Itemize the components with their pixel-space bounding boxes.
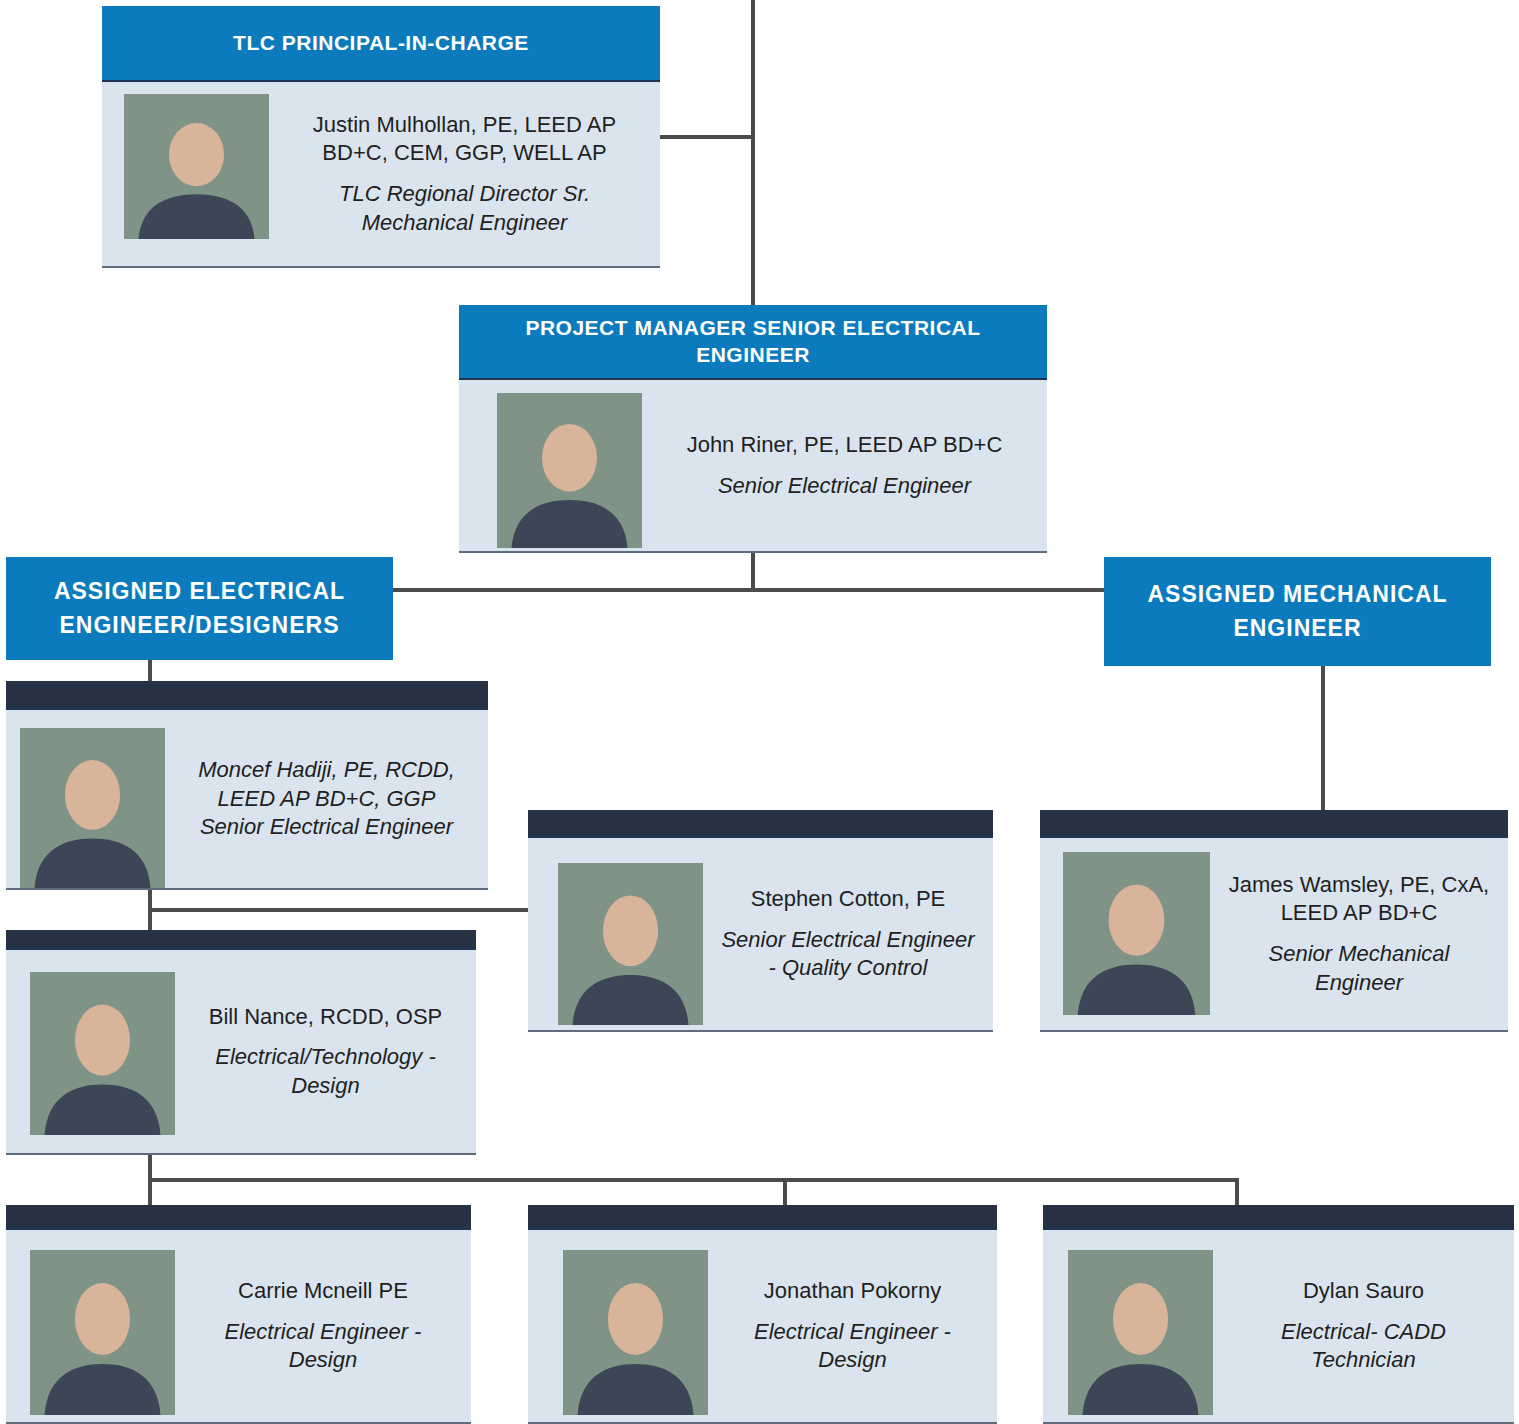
photo-background [563, 1250, 708, 1415]
card-text-area: Justin Mulhollan, PE, LEED AP BD+C, CEM,… [279, 82, 650, 266]
card-text-area: Dylan SauroElectrical- CADD Technician [1223, 1230, 1504, 1422]
portrait-photo [30, 972, 175, 1135]
card-header-band [6, 1205, 471, 1230]
role-text: Electrical Engineer - Design [722, 1318, 983, 1375]
org-connector [148, 660, 152, 681]
photo-shoulders [1083, 1364, 1199, 1415]
org-connector [393, 553, 753, 590]
person-card: TLC PRINCIPAL-IN-CHARGE Justin Mulhollan,… [102, 6, 660, 268]
photo-head [1113, 1283, 1168, 1355]
photo-shoulders [45, 1364, 161, 1415]
portrait-photo [1068, 1250, 1213, 1415]
group-header-box: ASSIGNED MECHANICAL ENGINEER [1104, 557, 1491, 666]
header-text: PROJECT MANAGER SENIOR ELECTRICAL ENGINE… [471, 315, 1035, 368]
org-connector [150, 1155, 1237, 1205]
card-text-area: James Wamsley, PE, CxA, LEED AP BD+C Seni… [1220, 838, 1498, 1030]
portrait-photo [20, 728, 165, 888]
name-text: Justin Mulhollan, PE, LEED AP BD+C, CEM,… [283, 111, 646, 168]
role-text: Senior Electrical Engineer [718, 472, 971, 501]
photo-background [30, 1250, 175, 1415]
card-header-band: PROJECT MANAGER SENIOR ELECTRICAL ENGINE… [459, 305, 1047, 380]
photo-head [65, 760, 120, 830]
card-header-band [528, 810, 993, 838]
card-text-area: Bill Nance, RCDD, OSP Electrical/Technolo… [185, 950, 466, 1153]
photo-shoulders [45, 1085, 161, 1135]
person-card: Moncef Hadiji, PE, RCDD, LEED AP BD+C, G… [6, 681, 488, 890]
card-header-band [6, 930, 476, 950]
card-text-area: John Riner, PE, LEED AP BD+C Senior Elect… [652, 380, 1037, 551]
portrait-photo [497, 393, 642, 548]
card-header-band [528, 1205, 997, 1230]
org-connector [150, 890, 528, 910]
photo-background [1068, 1250, 1213, 1415]
header-text: ASSIGNED ELECTRICAL ENGINEER/DESIGNERS [22, 575, 377, 642]
name-text: James Wamsley, PE, CxA, LEED AP BD+C [1224, 871, 1494, 928]
photo-head [608, 1283, 663, 1355]
photo-head [1109, 885, 1165, 956]
photo-shoulders [1078, 965, 1196, 1015]
name-text: Dylan Sauro [1303, 1277, 1424, 1306]
name-text: Carrie Mcneill PE [238, 1277, 408, 1306]
group-header-box: ASSIGNED ELECTRICAL ENGINEER/DESIGNERS [6, 557, 393, 660]
photo-shoulders [512, 500, 628, 548]
photo-shoulders [35, 839, 151, 888]
photo-head [169, 123, 224, 186]
portrait-photo [124, 94, 269, 239]
role-text: Electrical/Technology - Design [189, 1043, 462, 1100]
header-text: ASSIGNED MECHANICAL ENGINEER [1120, 578, 1475, 645]
name-text: Stephen Cotton, PE [751, 885, 945, 914]
photo-head [542, 424, 597, 492]
name-text: Jonathan Pokorny [764, 1277, 941, 1306]
photo-background [30, 972, 175, 1135]
photo-shoulders [578, 1364, 694, 1415]
person-card: Bill Nance, RCDD, OSP Electrical/Technolo… [6, 930, 476, 1155]
photo-head [603, 895, 658, 966]
card-header-band: TLC PRINCIPAL-IN-CHARGE [102, 6, 660, 82]
header-text: TLC PRINCIPAL-IN-CHARGE [233, 30, 529, 56]
card-text-area: Moncef Hadiji, PE, RCDD, LEED AP BD+C, G… [175, 710, 478, 888]
photo-shoulders [139, 194, 255, 239]
role-text: Electrical- CADD Technician [1227, 1318, 1500, 1375]
photo-shoulders [573, 975, 689, 1025]
portrait-photo [558, 863, 703, 1025]
role-text: Senior Mechanical Engineer [1224, 940, 1494, 997]
card-header-band [1043, 1205, 1514, 1230]
org-connector [1321, 666, 1325, 810]
org-connector [660, 137, 753, 305]
photo-background [1063, 852, 1210, 1015]
person-card: Stephen Cotton, PE Senior Electrical Engi… [528, 810, 993, 1032]
person-card: James Wamsley, PE, CxA, LEED AP BD+C Seni… [1040, 810, 1508, 1032]
card-header-band [1040, 810, 1508, 838]
portrait-photo [30, 1250, 175, 1415]
photo-background [558, 863, 703, 1025]
role-text: TLC Regional Director Sr. Mechanical Eng… [283, 180, 646, 237]
photo-background [497, 393, 642, 548]
photo-background [124, 94, 269, 239]
photo-head [75, 1283, 130, 1355]
name-text: Bill Nance, RCDD, OSP [209, 1003, 443, 1032]
card-text-area: Stephen Cotton, PE Senior Electrical Engi… [713, 838, 983, 1030]
person-card: Dylan SauroElectrical- CADD Technician [1043, 1205, 1514, 1424]
card-header-band [6, 681, 488, 710]
role-text: Moncef Hadiji, PE, RCDD, LEED AP BD+C, G… [179, 756, 474, 813]
org-connector [148, 890, 152, 930]
role-text: Senior Electrical Engineer [200, 813, 453, 842]
photo-background [20, 728, 165, 888]
portrait-photo [1063, 852, 1210, 1015]
card-text-area: Jonathan PokornyElectrical Engineer - De… [718, 1230, 987, 1422]
portrait-photo [563, 1250, 708, 1415]
photo-head [75, 1005, 130, 1076]
role-text: Electrical Engineer - Design [189, 1318, 457, 1375]
trunk-line [751, 0, 755, 137]
person-card: Carrie Mcneill PE Electrical Engineer - D… [6, 1205, 471, 1424]
role-text: Senior Electrical Engineer - Quality Con… [717, 926, 979, 983]
org-connector [753, 553, 1104, 590]
card-text-area: Carrie Mcneill PE Electrical Engineer - D… [185, 1230, 461, 1422]
name-text: John Riner, PE, LEED AP BD+C [687, 431, 1003, 460]
person-card: PROJECT MANAGER SENIOR ELECTRICAL ENGINE… [459, 305, 1047, 553]
person-card: Jonathan PokornyElectrical Engineer - De… [528, 1205, 997, 1424]
